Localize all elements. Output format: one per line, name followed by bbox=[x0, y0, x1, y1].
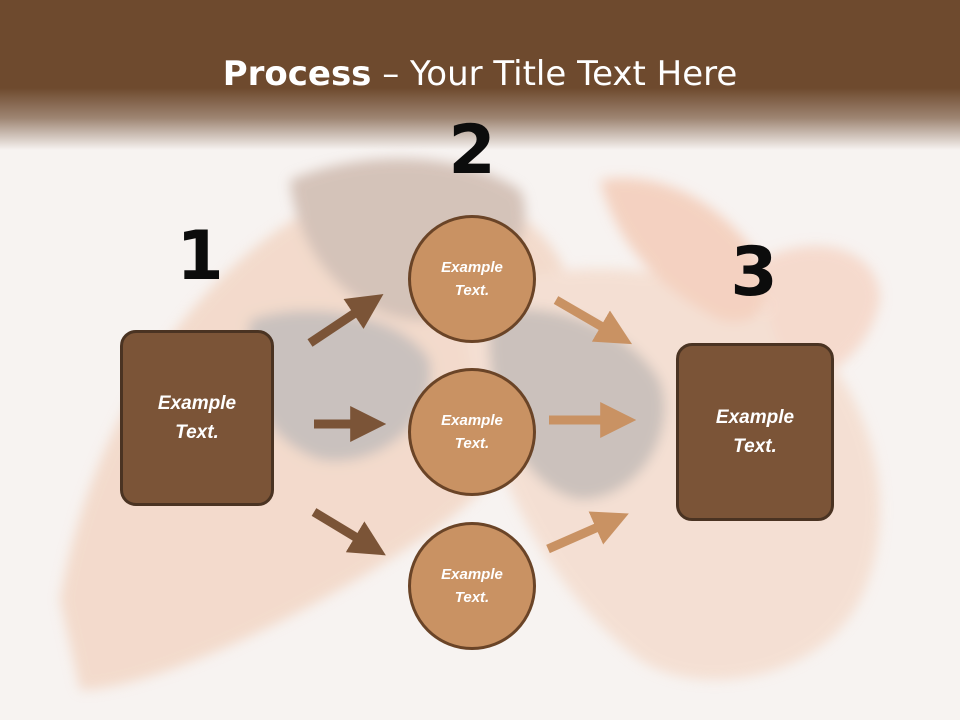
left-box-label: Example Text. bbox=[157, 393, 237, 443]
step-number-3: 3 bbox=[730, 233, 778, 312]
header-band bbox=[0, 0, 960, 150]
page-title: Process – Your Title Text Here bbox=[0, 52, 960, 96]
arrow-bottom-to-right bbox=[546, 511, 629, 554]
circle-top-label: Example Text. bbox=[441, 259, 503, 299]
circle-middle[interactable]: Example Text. bbox=[408, 368, 536, 496]
right-process-box[interactable]: Example Text. bbox=[676, 343, 834, 521]
arrow-left-to-bottom bbox=[311, 508, 386, 556]
arrow-top-to-right bbox=[553, 296, 633, 345]
circle-bottom[interactable]: Example Text. bbox=[408, 522, 536, 650]
circle-top[interactable]: Example Text. bbox=[408, 215, 536, 343]
circle-middle-label: Example Text. bbox=[441, 412, 503, 452]
circle-bottom-label: Example Text. bbox=[441, 566, 503, 606]
title-bold: Process bbox=[222, 54, 372, 94]
step-number-2: 2 bbox=[448, 111, 496, 190]
left-process-box[interactable]: Example Text. bbox=[120, 330, 274, 506]
title-rest: – Your Title Text Here bbox=[371, 54, 738, 94]
arrow-left-to-top bbox=[307, 294, 384, 347]
right-box-label: Example Text. bbox=[715, 407, 795, 457]
step-number-1: 1 bbox=[176, 217, 224, 296]
